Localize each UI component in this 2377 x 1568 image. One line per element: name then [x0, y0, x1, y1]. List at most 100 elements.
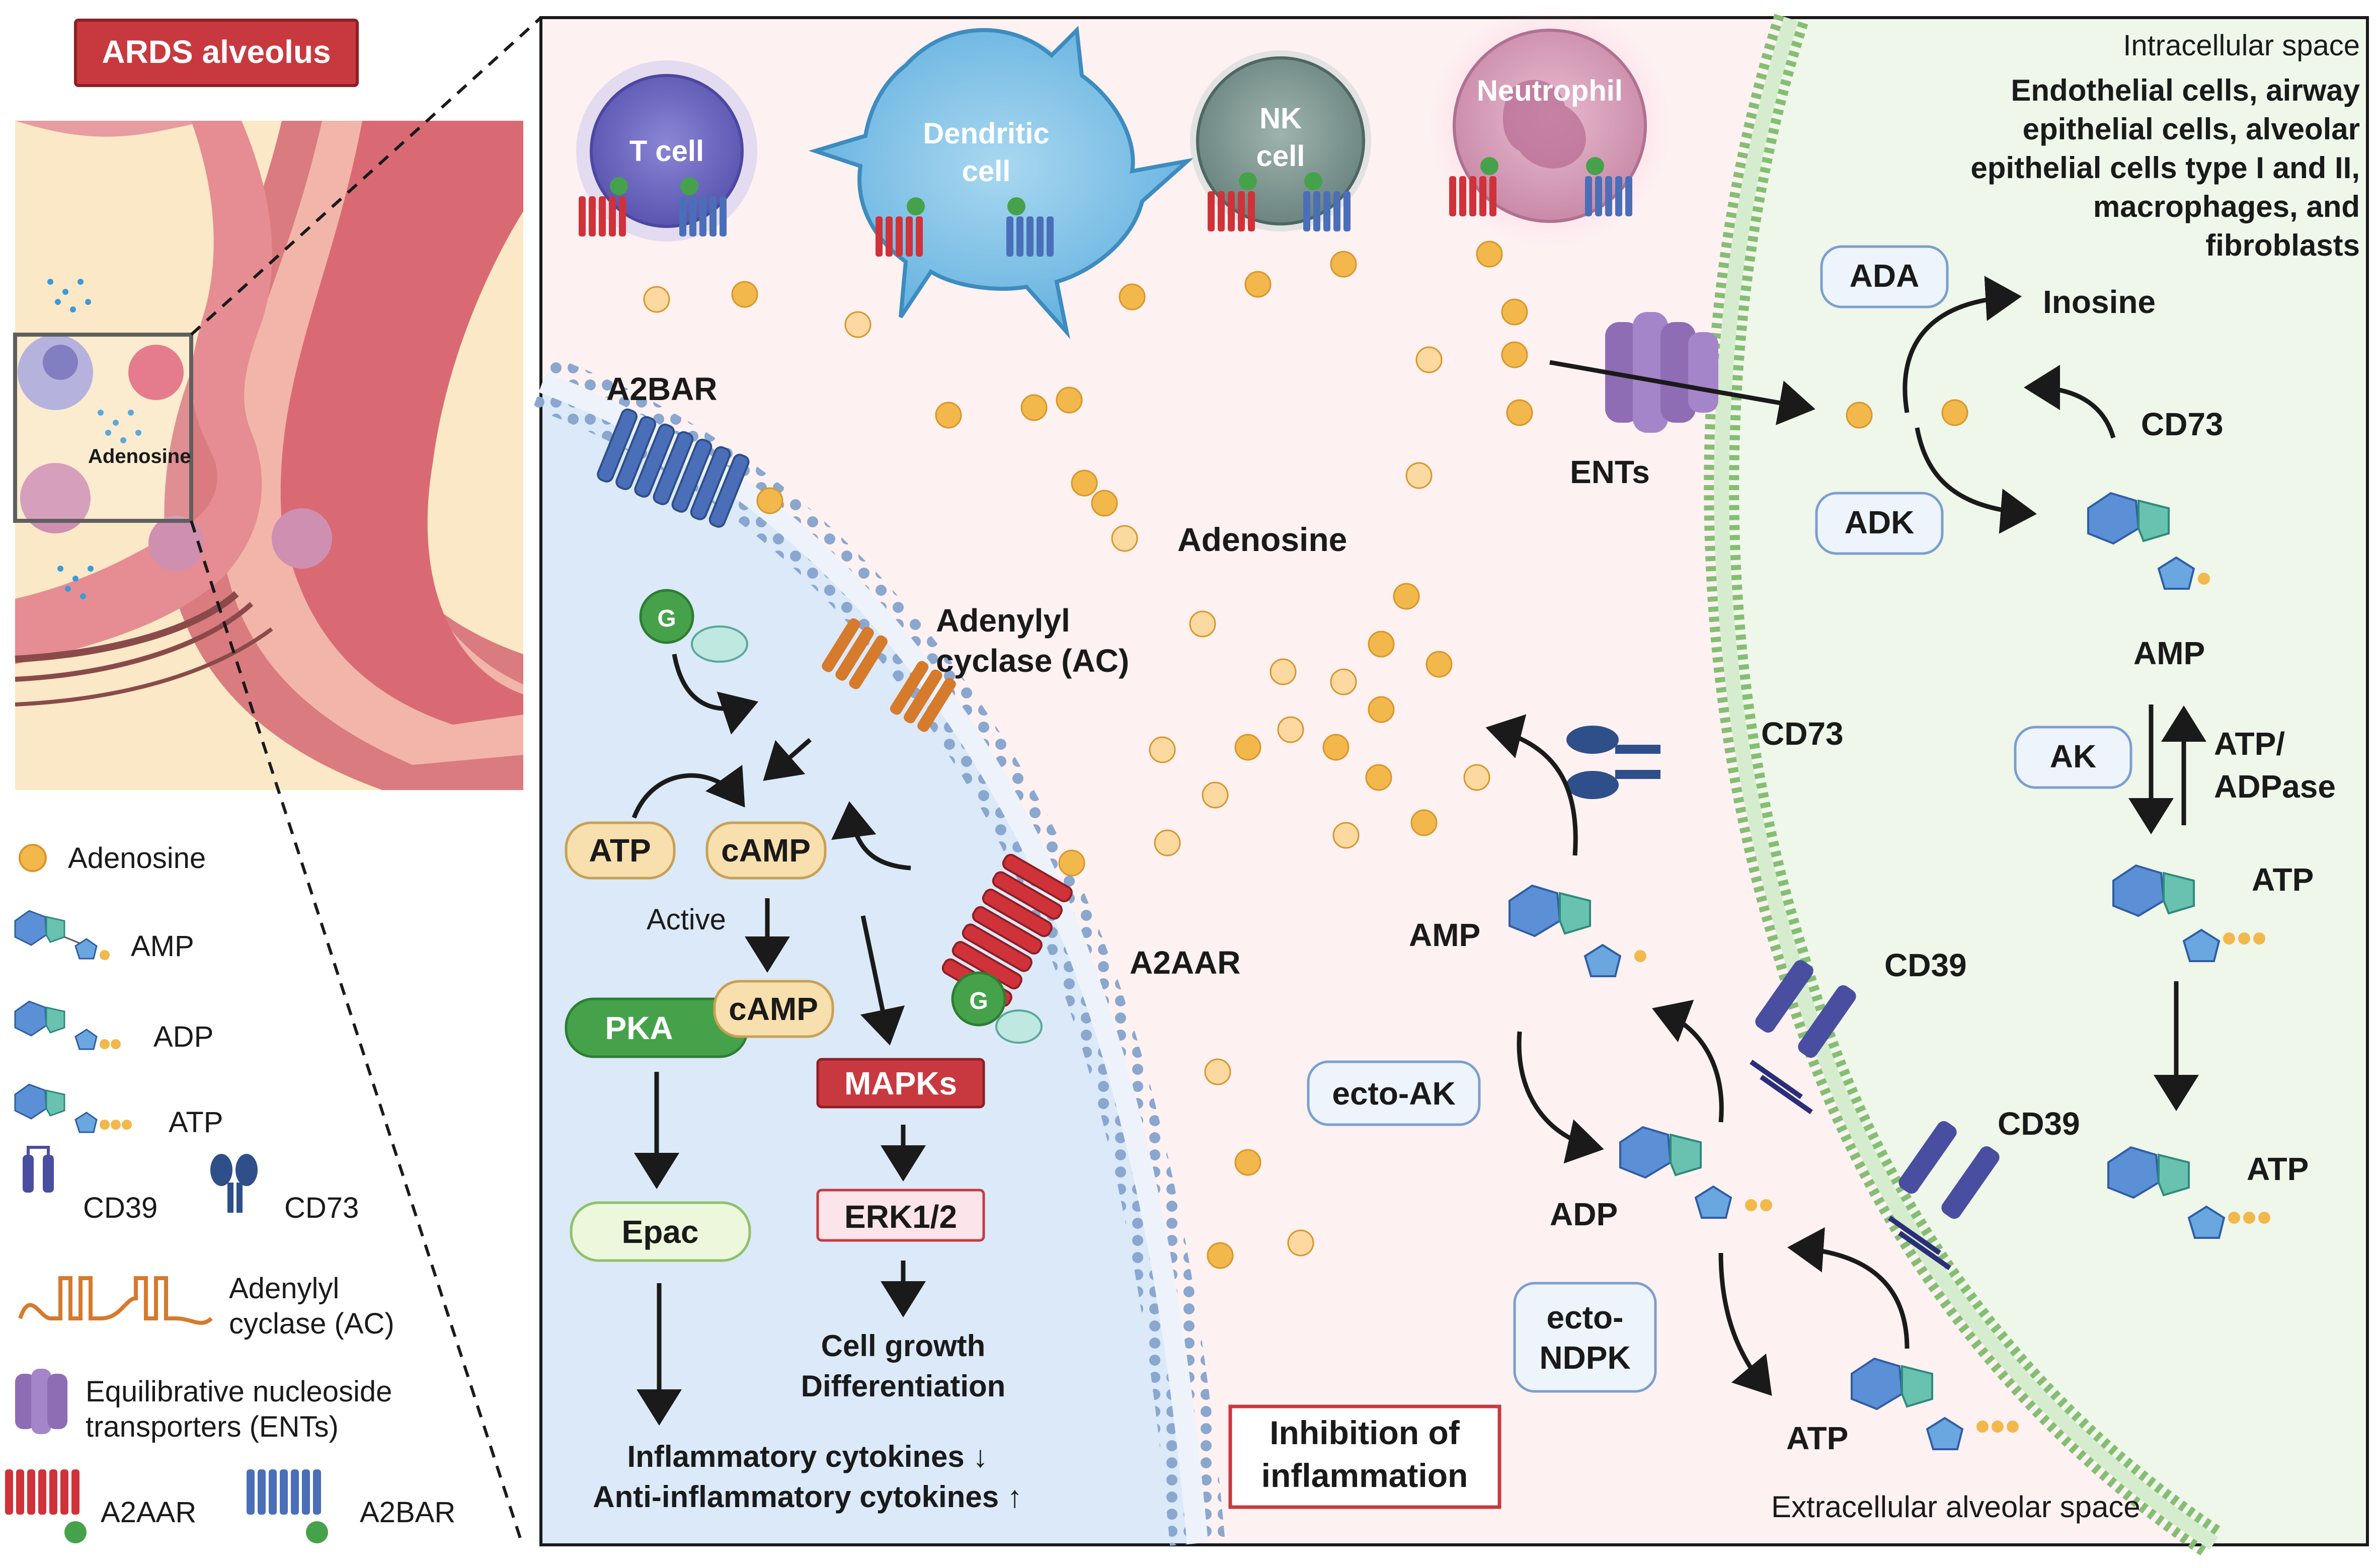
title-badge	[74, 19, 359, 87]
svg-text:PKA: PKA	[605, 1010, 673, 1046]
dendritic-label-2: cell	[962, 155, 1011, 188]
legend-adenosine-dot	[19, 844, 47, 872]
a2bar-receptor	[597, 408, 750, 528]
left-panel: ARDS alveolus	[5, 16, 542, 1543]
svg-text:cAMP: cAMP	[729, 991, 818, 1027]
svg-text:epithelial cells, alveolar: epithelial cells, alveolar	[2023, 112, 2360, 146]
adenosine-label: Adenosine	[1177, 521, 1347, 558]
amp-molecule-intra	[2087, 492, 2210, 590]
cd73-extra-label: CD73	[1761, 716, 1844, 752]
legend-amp: AMP	[131, 930, 194, 963]
svg-text:epithelial cells type I and II: epithelial cells type I and II,	[1970, 151, 2360, 185]
atp-molecule-extra	[1851, 1357, 2019, 1450]
legend-atp: ATP	[169, 1106, 223, 1139]
adenosine-dots	[643, 241, 1968, 1269]
ents-label: ENTs	[1570, 454, 1650, 490]
atp-adpase-1: ATP/	[2214, 726, 2285, 762]
a2aar-label: A2AAR	[1130, 945, 1240, 981]
a2bar-label: A2BAR	[606, 371, 717, 407]
camp-pill-2: cAMP	[713, 980, 834, 1038]
svg-text:inflammation: inflammation	[1261, 1457, 1468, 1494]
svg-text:ADK: ADK	[1845, 504, 1915, 540]
svg-text:ATP: ATP	[589, 832, 651, 869]
cd73-intra-label: CD73	[2141, 406, 2224, 442]
legend-cd73-icon	[210, 1154, 258, 1213]
gs-protein-a2aar: G	[951, 971, 1043, 1044]
pka-pill: PKA	[565, 997, 749, 1058]
cd39-a	[1750, 960, 1856, 1115]
svg-text:AK: AK	[2050, 738, 2096, 774]
intracellular-cells-text: Endothelial cells, airway epithelial cel…	[1970, 73, 2360, 262]
camp-pill: cAMP	[705, 821, 827, 880]
legend-atp-icon	[14, 1083, 132, 1133]
legend: Adenosine AMP ADP AT	[5, 842, 455, 1543]
svg-text:NDPK: NDPK	[1539, 1340, 1630, 1376]
inosine-label: Inosine	[2043, 284, 2156, 320]
nk-label-1: NK	[1259, 102, 1302, 135]
svg-text:G: G	[657, 605, 676, 632]
active-label: Active	[647, 903, 726, 936]
svg-text:G: G	[969, 988, 988, 1014]
cytokines-label-1: Inflammatory cytokines ↓	[627, 1440, 988, 1473]
adk-box: ADK	[1815, 492, 1944, 555]
extracellular-footer: Extracellular alveolar space	[1771, 1490, 2141, 1524]
mapks-box: MAPKs	[816, 1058, 985, 1109]
atp-molecule-intra-1	[2112, 864, 2265, 962]
ada-box: ADA	[1820, 245, 1949, 308]
svg-text:ecto-: ecto-	[1547, 1299, 1624, 1336]
atp-molecule-intra-2	[2107, 1146, 2270, 1239]
immune-receptors	[579, 157, 1632, 257]
legend-cd73: CD73	[284, 1192, 359, 1224]
ecto-ndpk-box: ecto- NDPK	[1513, 1282, 1657, 1393]
svg-text:fibroblasts: fibroblasts	[2205, 228, 2360, 262]
amp-extra-label: AMP	[1409, 917, 1480, 953]
cd39-a-label: CD39	[1884, 947, 1967, 983]
legend-adenosine: Adenosine	[68, 842, 206, 875]
atp-pill: ATP	[565, 821, 676, 880]
inhibition-box: Inhibition of inflammation	[1228, 1404, 1501, 1509]
legend-ent-icon	[15, 1369, 67, 1434]
legend-amp-icon	[14, 910, 110, 960]
atp-intra-1-label: ATP	[2252, 861, 2314, 898]
intracellular-header: Intracellular space	[2123, 29, 2360, 62]
erk-box: ERK1/2	[816, 1189, 985, 1242]
legend-adp-icon	[14, 1000, 121, 1050]
title-text: ARDS alveolus	[102, 34, 331, 70]
svg-text:macrophages, and: macrophages, and	[2093, 190, 2360, 223]
epac-pill: Epac	[570, 1201, 751, 1262]
svg-text:cAMP: cAMP	[721, 832, 811, 869]
legend-ent-line1: Equilibrative nucleoside	[86, 1375, 392, 1408]
legend-cd39-icon	[23, 1146, 54, 1193]
svg-text:Epac: Epac	[622, 1214, 699, 1250]
ent-transporter	[1549, 312, 1815, 433]
ac-label-2: cyclase (AC)	[936, 643, 1129, 679]
svg-text:Endothelial cells, airway: Endothelial cells, airway	[2011, 73, 2360, 107]
inset-adenosine-label: Adenosine	[88, 445, 191, 467]
legend-cd39: CD39	[83, 1192, 157, 1224]
svg-text:MAPKs: MAPKs	[844, 1065, 957, 1102]
dendritic-label-1: Dendritic	[923, 117, 1049, 150]
adp-extra-label: ADP	[1550, 1196, 1618, 1232]
ac-enzyme	[822, 618, 956, 732]
growth-label-2: Differentiation	[801, 1369, 1006, 1403]
legend-a2bar-icon	[247, 1469, 328, 1543]
neutrophil-label: Neutrophil	[1477, 74, 1623, 107]
svg-text:ADA: ADA	[1850, 258, 1920, 294]
zoom-box	[13, 333, 193, 523]
legend-ac-line1: Adenylyl	[229, 1272, 339, 1305]
atp-intra-2-label: ATP	[2247, 1151, 2309, 1187]
amp-intra-label: AMP	[2133, 635, 2205, 671]
adp-molecule-extra	[1619, 1126, 1772, 1219]
atp-adpase-2: ADPase	[2214, 768, 2336, 805]
legend-a2aar: A2AAR	[101, 1496, 196, 1529]
alveolus-illustration: Adenosine	[13, 121, 523, 790]
legend-adp: ADP	[153, 1021, 213, 1053]
amp-molecule-extra	[1509, 884, 1646, 977]
t-cell-label: T cell	[629, 135, 704, 168]
legend-a2aar-icon	[5, 1469, 87, 1543]
cd73-extra	[1566, 726, 1660, 799]
cytokines-label-2: Anti-inflammatory cytokines ↑	[593, 1480, 1022, 1514]
ac-label-1: Adenylyl	[936, 602, 1070, 639]
legend-ac-icon	[18, 1276, 213, 1325]
nk-label-2: cell	[1256, 140, 1305, 173]
